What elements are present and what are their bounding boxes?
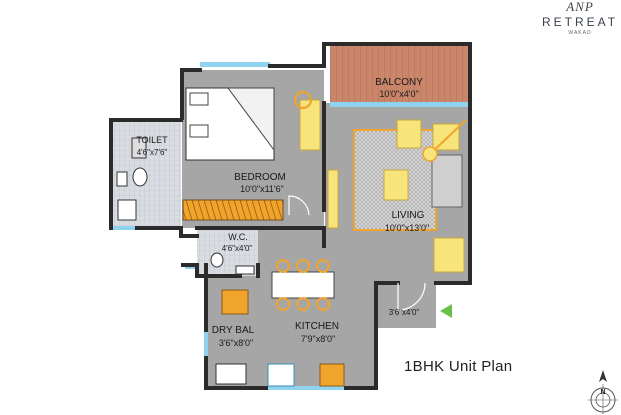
toilet-name: TOILET xyxy=(136,135,168,145)
pillow xyxy=(189,124,209,138)
toilet-size: 4'6"x7'6" xyxy=(137,148,168,157)
entry-arrow-icon xyxy=(440,304,452,318)
kitchen-size: 7'9"x8'0" xyxy=(301,334,335,344)
wc-basin-icon xyxy=(235,265,255,275)
brand-location: WAKAD xyxy=(568,30,592,36)
armchair xyxy=(396,119,422,149)
bed-cover xyxy=(227,87,275,152)
walls xyxy=(109,42,472,390)
sofa xyxy=(431,154,463,208)
chair-icon xyxy=(296,259,310,273)
coffee-table xyxy=(383,169,409,201)
kitchen-name: KITCHEN xyxy=(295,321,339,332)
wc-size: 4'6"x4'0" xyxy=(222,244,253,253)
plan-title: 1BHK Unit Plan xyxy=(404,358,513,375)
tv-unit xyxy=(327,169,339,229)
sink-icon xyxy=(267,363,295,387)
stove-icon xyxy=(319,363,345,387)
bedroom-door-icon xyxy=(288,195,310,216)
washbasin-counter xyxy=(131,137,147,159)
lamp-icon xyxy=(422,146,438,162)
wardrobe xyxy=(182,199,284,221)
living-size: 10'0"x13'0" xyxy=(385,223,429,233)
dry-bal-window xyxy=(204,330,208,358)
dry-bal-name: DRY BAL xyxy=(212,325,255,336)
chair-icon xyxy=(296,297,310,311)
main-door-icon xyxy=(397,282,426,311)
wc-name: W.C. xyxy=(228,232,248,242)
side-table xyxy=(433,237,465,273)
balcony-floor xyxy=(330,46,468,104)
armchair xyxy=(432,123,460,151)
chair-icon xyxy=(316,297,330,311)
floor-lamp-icon xyxy=(429,119,467,155)
pillow xyxy=(189,92,209,106)
brand-name: RETREAT xyxy=(541,15,619,29)
compass-north-label: N xyxy=(600,389,605,396)
foyer-size: 3'6"x4'0" xyxy=(389,308,420,317)
living-name: LIVING xyxy=(392,210,425,221)
compass-icon xyxy=(588,370,618,414)
brand-mark: ANP xyxy=(566,0,594,14)
dry-bal-size: 3'6"x8'0" xyxy=(219,338,253,348)
wc-toilet-icon xyxy=(210,252,224,268)
bedroom-size: 10'0"x11'6" xyxy=(240,184,284,194)
lamp-icon xyxy=(293,90,313,110)
balcony-size: 10'0"x4'0" xyxy=(379,89,418,99)
chair-icon xyxy=(316,259,330,273)
balcony-name: BALCONY xyxy=(375,77,423,88)
shower-icon xyxy=(116,171,128,187)
bedroom-window xyxy=(200,62,270,67)
toilet-window xyxy=(113,226,137,230)
washing-machine-icon xyxy=(215,363,247,385)
foyer-floor xyxy=(376,283,436,328)
brand-logo: ANP RETREAT WAKAD xyxy=(540,0,620,37)
dry-bal-unit xyxy=(221,289,249,315)
dining-table xyxy=(271,271,335,299)
washbasin-icon xyxy=(117,199,137,221)
chair-icon xyxy=(276,297,290,311)
balcony-glass xyxy=(330,102,468,107)
kitchen-window xyxy=(266,386,346,390)
chair-icon xyxy=(276,259,290,273)
bedroom-name: BEDROOM xyxy=(234,172,286,183)
toilet-icon xyxy=(132,167,148,187)
